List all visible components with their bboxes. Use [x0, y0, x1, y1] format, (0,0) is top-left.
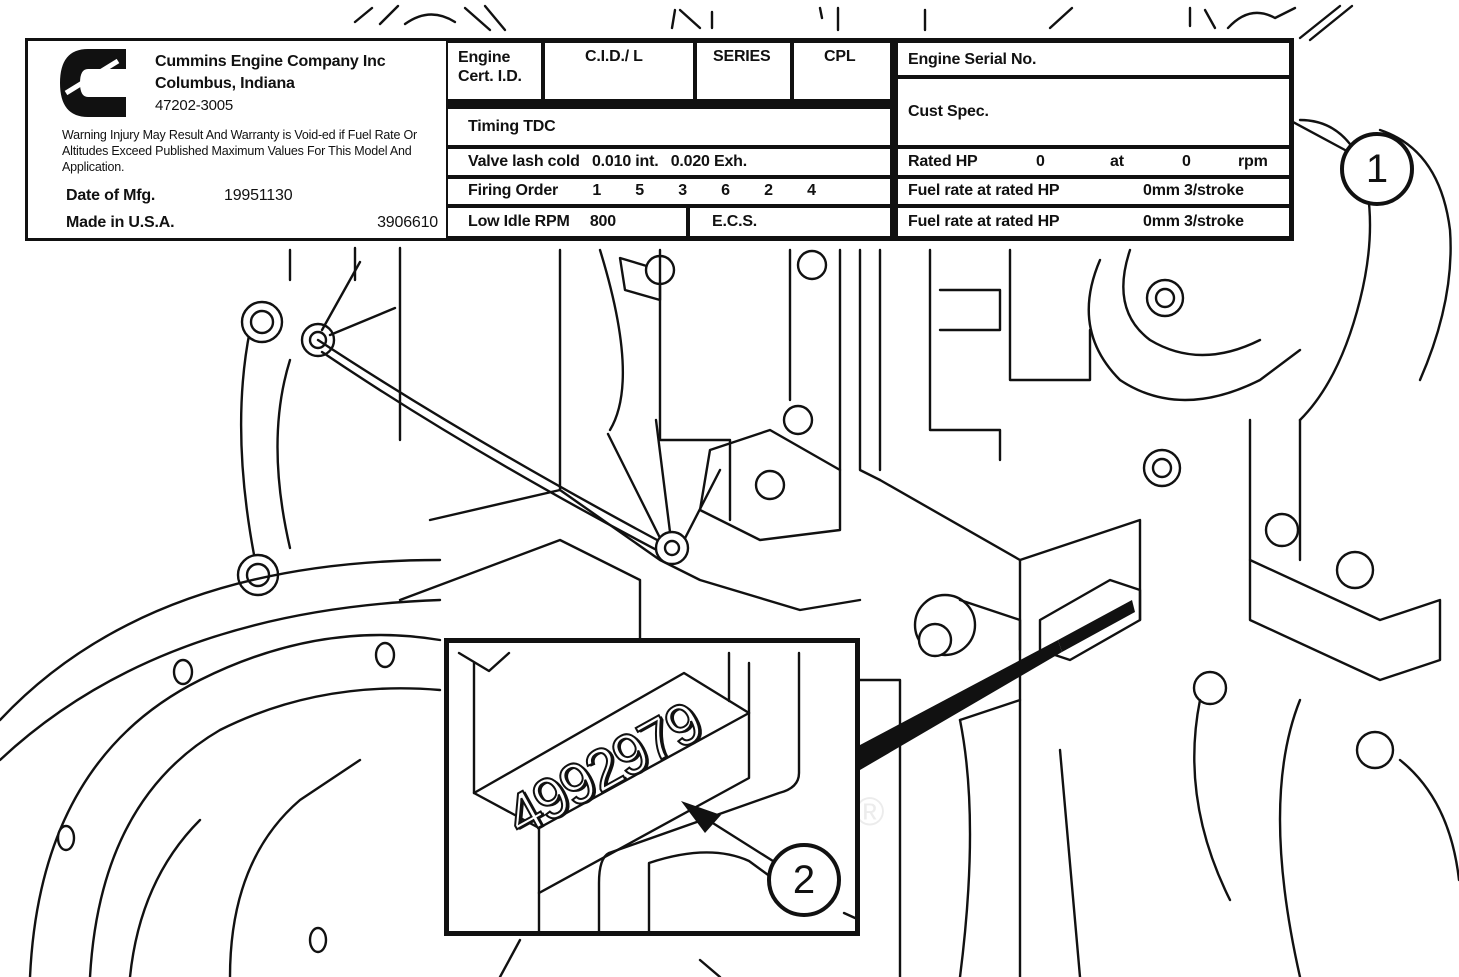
firing-order-cyl: 4	[807, 182, 816, 199]
plate-divider	[892, 41, 896, 238]
callout-1: 1	[1340, 132, 1414, 206]
low-idle-value: 800	[589, 213, 616, 230]
firing-order-label: Firing Order	[468, 182, 559, 199]
fuel-rate-label: Fuel rate at rated HP	[908, 213, 1060, 230]
firing-order-cyl: 3	[678, 182, 687, 199]
top-edge-fragments	[353, 4, 1354, 42]
valve-lash-int: 0.010 int.	[591, 153, 659, 170]
warranty-warning: Warning Injury May Result And Warranty i…	[62, 128, 417, 174]
cummins-logo	[60, 49, 126, 117]
callout-2: 2	[767, 843, 841, 917]
firing-order-cyl: 2	[764, 182, 773, 199]
firing-order-cell: Firing Order 1 5 3 6 2 4	[446, 177, 892, 206]
inset-drawing	[457, 651, 855, 931]
low-idle-label: Low Idle RPM	[468, 213, 570, 230]
rated-hp-cell: Rated HP 0 at 0 rpm	[896, 147, 1291, 177]
fuel-rate-value: 0mm 3/stroke	[1143, 182, 1244, 199]
series-cell: SERIES	[695, 41, 792, 101]
part-number: 3906610	[377, 214, 438, 231]
firing-order-cyl: 1	[592, 182, 602, 199]
ecs-cell: E.C.S.	[688, 206, 892, 238]
plate-divider	[446, 101, 892, 107]
valve-lash-exh: 0.020 Exh.	[670, 153, 747, 170]
part-number-boss	[913, 578, 1142, 722]
rated-hp-label: Rated HP	[908, 153, 978, 170]
company-city: Columbus, Indiana	[155, 75, 295, 92]
fuel-rate-row: Fuel rate at rated HP 0mm 3/stroke	[896, 206, 1291, 238]
right-manifold	[1087, 118, 1459, 977]
fuel-rate-row: Fuel rate at rated HP 0mm 3/stroke	[896, 177, 1291, 206]
timing-cell: Timing TDC	[446, 107, 892, 147]
cust-spec-cell: Cust Spec.	[896, 77, 1291, 147]
company-name: Cummins Engine Company Inc	[155, 53, 386, 70]
firing-order-cyl: 6	[721, 182, 730, 199]
cpl-cell: CPL	[792, 41, 892, 101]
part-number-detail-inset: 4992979 2	[444, 638, 860, 936]
fuel-rate-value: 0mm 3/stroke	[1143, 213, 1244, 230]
serial-no-cell: Engine Serial No.	[896, 41, 1291, 77]
company-zip: 47202-3005	[155, 97, 234, 114]
engine-block	[558, 248, 1142, 652]
rated-hp-value: 0	[1036, 153, 1045, 170]
valve-lash-label: Valve lash cold	[468, 153, 580, 170]
firing-order-cyl: 5	[635, 182, 644, 199]
engine-dataplate: Cummins Engine Company Inc Columbus, Ind…	[25, 38, 1294, 241]
engine-cert-cell: Engine Cert. I.D.	[446, 41, 543, 101]
lower-center	[498, 678, 1082, 977]
timing-pointer	[316, 260, 722, 566]
left-bracket	[236, 246, 402, 597]
date-of-mfg-label: Date of Mfg.	[66, 187, 156, 204]
fuel-rate-label: Fuel rate at rated HP	[908, 182, 1060, 199]
made-in-label: Made in U.S.A.	[66, 214, 175, 231]
date-of-mfg-value: 19951130	[224, 187, 293, 204]
company-block: Cummins Engine Company Inc Columbus, Ind…	[28, 41, 446, 238]
inset-leader	[860, 640, 1062, 770]
low-idle-cell: Low Idle RPM 800	[446, 206, 688, 238]
rated-rpm-value: 0	[1182, 153, 1191, 170]
cid-cell: C.I.D./ L	[543, 41, 695, 101]
valve-lash-cell: Valve lash cold 0.010 int. 0.020 Exh.	[446, 147, 892, 177]
flywheel-housing	[0, 488, 862, 977]
rpm-label: rpm	[1238, 153, 1268, 170]
rated-at-label: at	[1110, 153, 1124, 170]
